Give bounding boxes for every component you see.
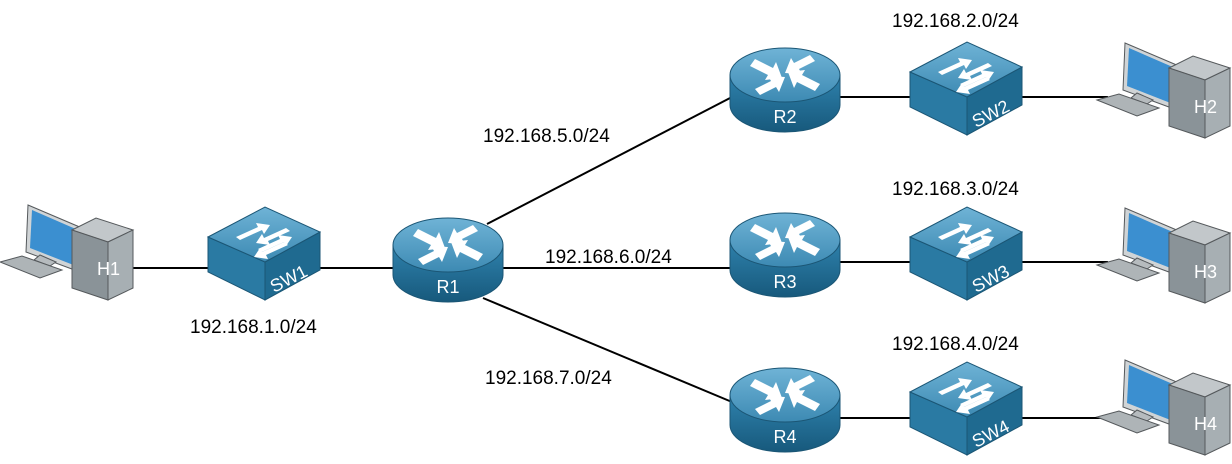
router-label: R1 (436, 277, 459, 297)
computer-icon (1096, 359, 1231, 456)
subnet-label-4: 192.168.4.0/24 (892, 334, 1019, 355)
host-h2[interactable]: H2 (1096, 42, 1231, 139)
host-h3[interactable]: H3 (1096, 207, 1231, 304)
switch-icon (909, 361, 1023, 456)
subnet-label-7: 192.168.7.0/24 (485, 368, 612, 389)
switch-sw4[interactable]: SW4 (909, 361, 1023, 456)
computer-icon (1096, 207, 1231, 304)
host-label: H4 (1194, 414, 1217, 434)
subnet-label-5: 192.168.5.0/24 (483, 126, 610, 147)
router-r3[interactable]: R3 (729, 212, 841, 298)
router-r1[interactable]: R1 (392, 217, 504, 303)
host-h1[interactable]: H1 (0, 204, 134, 301)
links (133, 96, 1108, 419)
switch-icon (909, 206, 1023, 301)
switch-icon (909, 41, 1023, 136)
link-r1-r2 (486, 96, 733, 225)
switch-sw1[interactable]: SW1 (207, 206, 321, 301)
computer-icon (0, 204, 134, 301)
router-r2[interactable]: R2 (729, 47, 841, 133)
subnet-label-2: 192.168.2.0/24 (892, 11, 1019, 32)
router-label: R3 (773, 272, 796, 292)
subnet-label-3: 192.168.3.0/24 (892, 179, 1019, 200)
subnet-label-6: 192.168.6.0/24 (545, 247, 672, 268)
host-label: H2 (1194, 97, 1217, 117)
host-label: H1 (97, 259, 120, 279)
link-r1-r4 (482, 297, 733, 403)
router-label: R4 (773, 427, 796, 447)
switch-sw2[interactable]: SW2 (909, 41, 1023, 136)
computer-icon (1096, 42, 1231, 139)
router-label: R2 (773, 107, 796, 127)
host-label: H3 (1194, 262, 1217, 282)
host-h4[interactable]: H4 (1096, 359, 1231, 456)
subnet-label-1: 192.168.1.0/24 (190, 317, 317, 338)
router-r4[interactable]: R4 (729, 367, 841, 453)
switch-icon (207, 206, 321, 301)
switch-sw3[interactable]: SW3 (909, 206, 1023, 301)
